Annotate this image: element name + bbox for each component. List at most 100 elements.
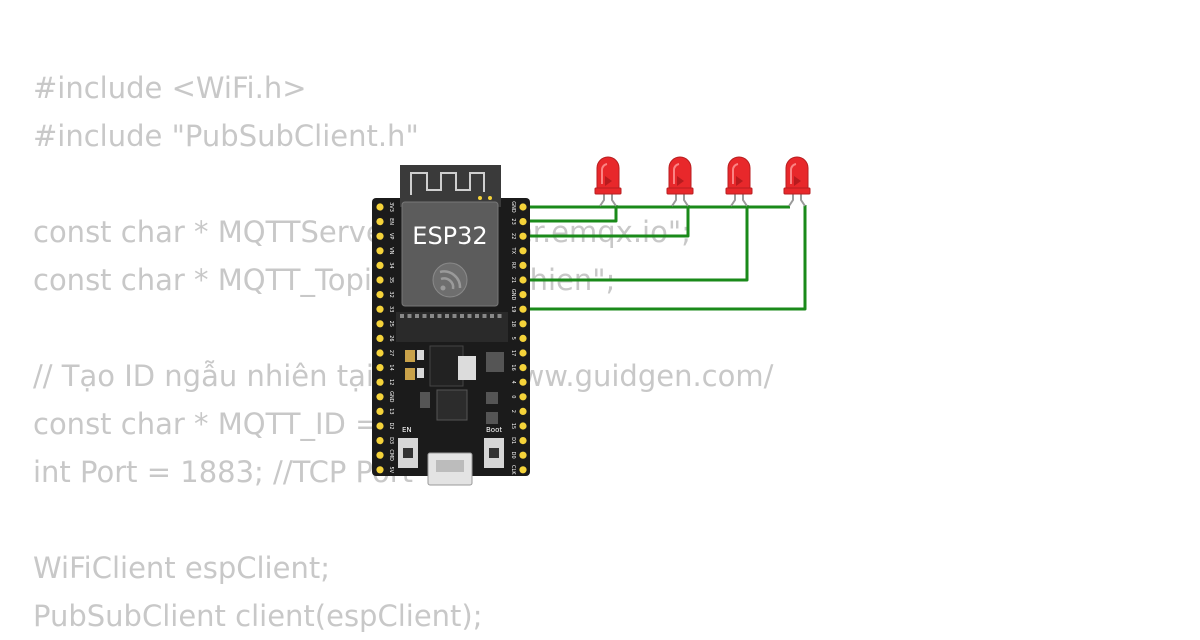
pin-label: CMD	[388, 449, 394, 461]
pin-label: D0	[510, 452, 516, 459]
right-pin[interactable]	[519, 203, 527, 211]
boot-label: Boot	[486, 426, 502, 434]
pin-label: 32	[388, 291, 394, 297]
pin-label: 15	[510, 423, 516, 429]
pin-label: 18	[510, 321, 516, 327]
pin-label: 22	[510, 233, 516, 239]
pin-label: D2	[388, 422, 394, 429]
pin-label: 21	[510, 277, 516, 283]
right-pin[interactable]	[519, 364, 527, 372]
pin-label: GND	[388, 391, 394, 403]
led-3[interactable]	[725, 156, 753, 207]
pin-label: 34	[388, 262, 394, 268]
pin-label: 16	[510, 364, 516, 370]
pin-label: GND	[510, 289, 516, 301]
wire[interactable]	[523, 205, 749, 282]
right-pin[interactable]	[519, 466, 527, 474]
right-pin[interactable]	[519, 334, 527, 342]
left-pin[interactable]	[376, 393, 384, 401]
right-pin[interactable]	[519, 378, 527, 386]
wire[interactable]	[523, 205, 690, 238]
pin-label: GND	[510, 201, 516, 213]
pin-label: 23	[510, 218, 516, 224]
right-pin[interactable]	[519, 451, 527, 459]
pin-label: 27	[388, 350, 394, 356]
led-4[interactable]	[783, 156, 811, 207]
pin-label: 4	[510, 381, 516, 384]
left-pin[interactable]	[376, 422, 384, 430]
right-pin[interactable]	[519, 349, 527, 357]
pin-label: RX	[510, 262, 516, 269]
right-pin[interactable]	[519, 437, 527, 445]
right-pin[interactable]	[519, 407, 527, 415]
code-line: PubSubClient client(espClient);	[33, 599, 483, 633]
pin-label: TX	[510, 247, 516, 255]
wire[interactable]	[523, 205, 618, 223]
left-pin[interactable]	[376, 378, 384, 386]
left-pin[interactable]	[376, 334, 384, 342]
left-pin[interactable]	[376, 232, 384, 240]
left-pin[interactable]	[376, 364, 384, 372]
wires[interactable]	[523, 205, 807, 311]
antenna-trace	[410, 172, 485, 195]
chip-label: ESP32	[412, 222, 487, 250]
module-pads	[396, 312, 508, 342]
right-pin[interactable]	[519, 218, 527, 226]
right-pin[interactable]	[519, 261, 527, 269]
pin-label: 17	[510, 350, 516, 356]
pin-label: 35	[388, 277, 394, 283]
left-pin[interactable]	[376, 349, 384, 357]
left-pin[interactable]	[376, 451, 384, 459]
left-pin[interactable]	[376, 276, 384, 284]
en-label: EN	[402, 426, 412, 434]
pin-label: VP	[388, 233, 394, 239]
left-pin[interactable]	[376, 466, 384, 474]
pin-label: 14	[388, 364, 394, 370]
left-pin[interactable]	[376, 291, 384, 299]
espressif-logo-icon	[432, 262, 468, 298]
led-2[interactable]	[666, 156, 694, 207]
pin-label: 5V	[388, 466, 394, 473]
right-pin[interactable]	[519, 247, 527, 255]
pin-label: D1	[510, 437, 516, 444]
pin-label: 26	[388, 335, 394, 341]
left-pin[interactable]	[376, 261, 384, 269]
right-pin[interactable]	[519, 232, 527, 240]
left-pin[interactable]	[376, 407, 384, 415]
right-pin[interactable]	[519, 276, 527, 284]
pin-label: D3	[388, 437, 394, 444]
usb-uart-chip	[436, 389, 468, 421]
right-pin[interactable]	[519, 291, 527, 299]
wire[interactable]	[523, 205, 807, 311]
code-line: const char * MQTT_ID = "";	[33, 407, 426, 441]
pin-label: 5	[510, 337, 516, 340]
pin-label: 13	[388, 408, 394, 414]
left-pin[interactable]	[376, 218, 384, 226]
pin-label: VN	[388, 247, 394, 254]
left-header: 3V3ENVPVN343532332526271412GND13D2D3CMD5…	[376, 202, 394, 474]
pin-label: EN	[388, 218, 394, 225]
code-line: // Tạo ID ngẫu nhiên tại: https://www.gu…	[33, 359, 774, 393]
voltage-regulator	[429, 345, 464, 387]
left-pin[interactable]	[376, 320, 384, 328]
pin-label: 12	[388, 379, 394, 385]
pin-label: 0	[510, 395, 516, 398]
right-pin[interactable]	[519, 320, 527, 328]
right-pin[interactable]	[519, 422, 527, 430]
left-pin[interactable]	[376, 437, 384, 445]
pin-label: CLK	[510, 465, 516, 475]
code-line: #include <WiFi.h>	[33, 71, 307, 105]
left-pin[interactable]	[376, 203, 384, 211]
right-pin[interactable]	[519, 305, 527, 313]
pin-label: 3V3	[388, 202, 394, 212]
led-1[interactable]	[594, 156, 622, 207]
left-pin[interactable]	[376, 247, 384, 255]
esp32-board[interactable]: ESP32 EN Boot 3V3ENVPVN34353233252627141…	[372, 165, 530, 486]
right-pin[interactable]	[519, 393, 527, 401]
leds	[594, 156, 811, 207]
left-pin[interactable]	[376, 305, 384, 313]
pin-label: 19	[510, 306, 516, 312]
module-shield	[401, 201, 499, 307]
